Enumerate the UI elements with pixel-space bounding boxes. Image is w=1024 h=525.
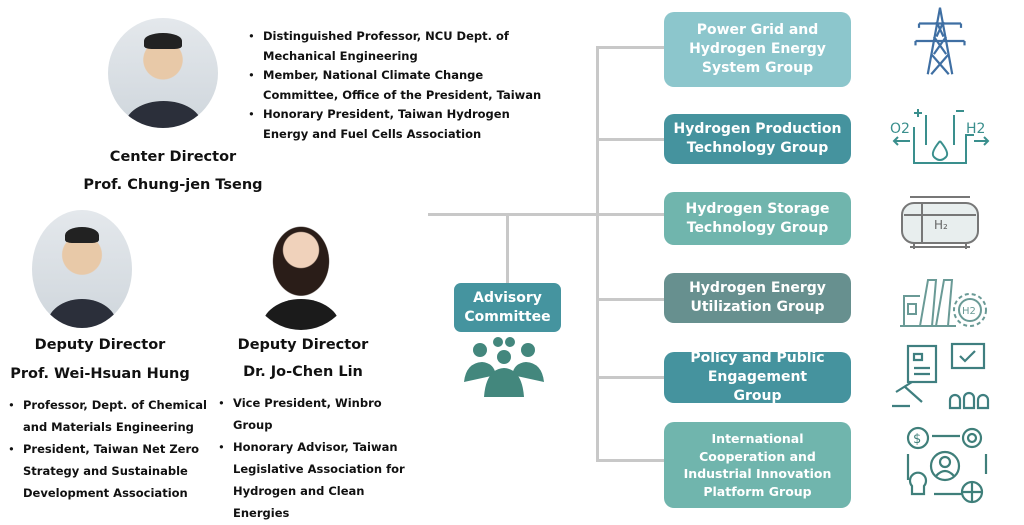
policy-gavel-icon bbox=[892, 342, 990, 410]
deputy2-name: Dr. Jo-Chen Lin bbox=[243, 364, 363, 380]
factory-h2-icon: H2 bbox=[900, 279, 987, 327]
group-policy-engagement: Policy and Public Engagement Group bbox=[664, 350, 851, 404]
bullet: Honorary President, Taiwan Hydrogen Ener… bbox=[248, 105, 558, 144]
deputy-director-lin-photo bbox=[245, 205, 357, 330]
bullet: Professor, Dept. of Chemical and Materia… bbox=[8, 394, 208, 438]
deputy2-role: Deputy Director bbox=[237, 337, 369, 353]
bullet: Honorary Advisor, Taiwan Legislative Ass… bbox=[218, 436, 423, 524]
connector-branch bbox=[596, 46, 664, 49]
advisory-committee-box: Advisory Committee bbox=[454, 283, 561, 332]
power-tower-icon bbox=[914, 7, 966, 75]
connector-main bbox=[428, 213, 598, 216]
connector-branch bbox=[596, 376, 664, 379]
bullet: President, Taiwan Net Zero Strategy and … bbox=[8, 438, 208, 504]
connector-branch bbox=[596, 459, 664, 462]
group-hydrogen-utilization: Hydrogen Energy Utilization Group bbox=[664, 273, 851, 323]
hydrogen-tank-icon: H₂ bbox=[901, 196, 979, 249]
people-group-icon bbox=[464, 337, 544, 397]
electrolysis-icon: O2 H2 bbox=[890, 109, 990, 164]
group-hydrogen-production: Hydrogen Production Technology Group bbox=[664, 114, 851, 164]
deputy-director-hung-photo bbox=[32, 210, 132, 328]
deputy1-bullets: Professor, Dept. of Chemical and Materia… bbox=[8, 394, 208, 504]
svg-text:$: $ bbox=[913, 432, 921, 447]
innovation-cycle-icon: $ bbox=[906, 426, 988, 504]
bullet: Member, National Climate Change Committe… bbox=[248, 66, 558, 105]
deputy1-name: Prof. Wei-Hsuan Hung bbox=[10, 366, 190, 382]
center-director-role: Center Director bbox=[109, 149, 237, 165]
connector-branch bbox=[596, 298, 664, 301]
deputy1-role: Deputy Director bbox=[34, 337, 166, 353]
group-hydrogen-storage: Hydrogen Storage Technology Group bbox=[664, 192, 851, 245]
connector-branch bbox=[596, 138, 664, 141]
group-power-grid: Power Grid and Hydrogen Energy System Gr… bbox=[664, 12, 851, 87]
connector-branch bbox=[596, 213, 664, 216]
svg-text:O2: O2 bbox=[890, 121, 910, 137]
connector-advisory bbox=[506, 213, 509, 283]
bullet: Vice President, Winbro Group bbox=[218, 392, 423, 436]
center-director-bullets: Distinguished Professor, NCU Dept. of Me… bbox=[248, 27, 558, 144]
deputy2-bullets: Vice President, Winbro Group Honorary Ad… bbox=[218, 392, 423, 524]
connector-trunk bbox=[596, 46, 599, 462]
svg-text:H2: H2 bbox=[966, 121, 985, 137]
center-director-name: Prof. Chung-jen Tseng bbox=[83, 177, 263, 193]
svg-text:H2: H2 bbox=[962, 306, 976, 317]
center-director-photo bbox=[108, 18, 218, 128]
svg-text:H₂: H₂ bbox=[934, 218, 948, 232]
group-international-cooperation: International Cooperation and Industrial… bbox=[664, 422, 851, 508]
bullet: Distinguished Professor, NCU Dept. of Me… bbox=[248, 27, 558, 66]
